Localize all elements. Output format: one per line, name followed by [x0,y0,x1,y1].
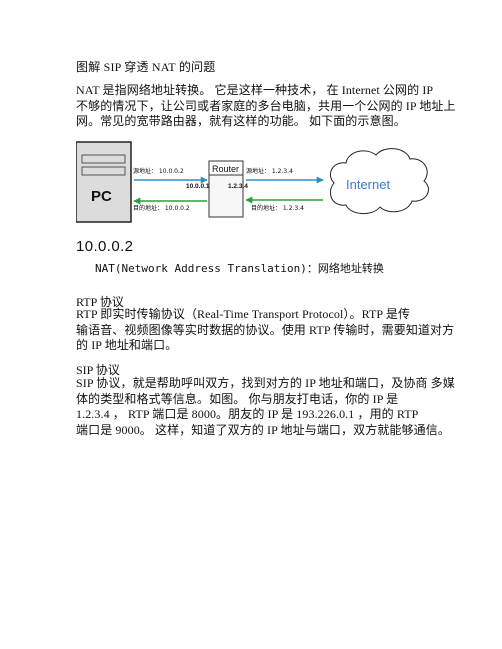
intro-line-3: 网。常见的宽带路由器，就有这样的功能。 如下面的示意图。 [76,114,406,129]
rtp-line-3: 的 IP 地址和端口。 [76,338,178,353]
pc-drive-slot [81,154,126,164]
internet-cloud [330,148,429,214]
caption-ip: 10.0.0.2 [76,238,134,255]
rtp-line-2: 输语音、视频图像等实时数据的协议。使用 RTP 传输时，需要知道对方 [76,322,455,337]
document-title: 图解 SIP 穿透 NAT 的问题 [76,60,216,74]
pc-box [76,141,132,223]
caption-nat: NAT(Network Address Translation)：网络地址转换 [95,262,384,275]
intro-line-2: 不够的情况下，让公司或者家庭的多台电脑，共用一个公网的 IP 地址上 [76,98,456,113]
intro-line-1: NAT 是指网络地址转换。 它是这样一种技术， 在 Internet 公网的 I… [76,83,434,97]
intro-paragraph: NAT 是指网络地址转换。 它是这样一种技术， 在 Internet 公网的 I… [76,83,456,130]
nat-diagram: PC Router 10.0.0.1 1.2.3.4 源地址： 10.0.0.2… [76,141,429,223]
rtp-line-1: RTP 即实时传输协议（Real-Time Transport Protocol… [76,307,411,321]
router-label-frame [208,160,244,176]
rtp-heading: RTP 协议 [76,295,124,309]
sip-line-3: 1.2.3.4 ， RTP 端口是 8000。朋友的 IP 是 193.226.… [76,407,419,422]
pc-label: PC [91,188,112,205]
sip-paragraph: SIP 协议，就是帮助呼叫双方，找到对方的 IP 地址和端口，及协商 多媒 体的… [76,376,455,438]
src-right-label: 源地址： 1.2.3.4 [246,167,293,175]
dst-right-label: 目的地址： 1.2.3.4 [251,204,304,212]
sip-line-4: 端口是 9000。 这样，知道了双方的 IP 地址与端口，双方就能够通信。 [76,422,450,437]
router-wan-ip: 1.2.3.4 [228,183,248,190]
internet-label: Internet [346,177,390,192]
router-label: Router [212,164,239,174]
src-left-label: 源地址： 10.0.0.2 [133,167,184,175]
sip-heading: SIP 协议 [76,363,120,377]
sip-line-1: SIP 协议，就是帮助呼叫双方，找到对方的 IP 地址和端口，及协商 多媒 [76,376,455,390]
sip-line-2: 体的类型和格式等信息。如图。 你与朋友打电话，你的 IP 是 [76,391,399,406]
pc-drive-slot-2 [81,166,126,176]
router-lan-ip: 10.0.0.1 [186,183,210,190]
dst-left-label: 目的地址： 10.0.0.2 [133,204,190,212]
rtp-paragraph: RTP 即实时传输协议（Real-Time Transport Protocol… [76,307,454,354]
